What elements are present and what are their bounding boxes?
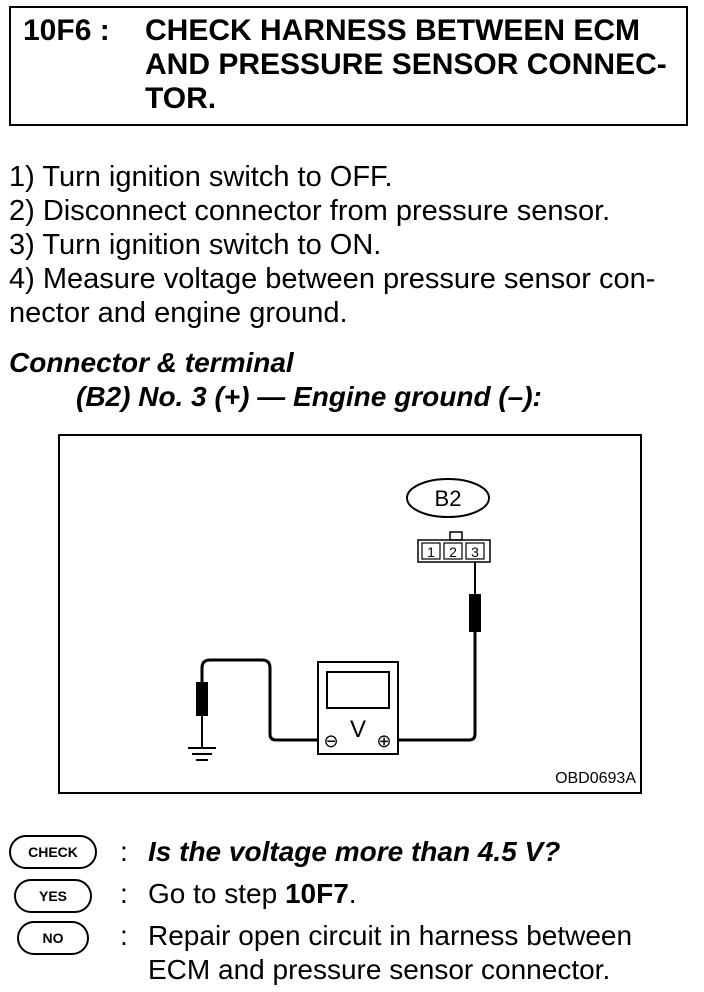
check-separator: : [120, 836, 128, 867]
voltmeter-symbol: V [350, 716, 366, 743]
yes-text: Go to step [148, 878, 285, 909]
no-answer: Repair open circuit in harness between E… [148, 919, 698, 987]
connector-label: B2 [435, 486, 462, 511]
procedure-step-4: 4) Measure voltage between pressure sens… [9, 263, 656, 329]
diagram-code: OBD0693A [555, 770, 636, 787]
connector-pin-1 [421, 542, 441, 560]
connector-terminal-detail: (B2) No. 3 (+) — Engine ground (–): [76, 381, 542, 412]
wiring-diagram: B2 1 2 3 V ⊖ ⊕ OBD0693A [58, 434, 642, 794]
step-title: CHECK HARNESS BETWEEN ECM AND PRESSURE S… [145, 14, 667, 115]
procedure-step-2: 2) Disconnect connector from pressure se… [9, 195, 611, 227]
connector-pin-3 [465, 542, 485, 560]
terminal-1-label: 1 [427, 544, 435, 560]
connector-pin-2 [443, 542, 463, 560]
connector-body [417, 539, 491, 563]
no-text-line-2: ECM and pressure sensor connector. [148, 954, 611, 985]
no-text-line-1: Repair open circuit in harness between [148, 920, 633, 951]
yes-target-step: 10F7 [284, 878, 349, 909]
probe-negative-handle [196, 682, 208, 716]
yes-badge: YES [14, 879, 92, 913]
connector-latch [449, 531, 463, 541]
negative-terminal-icon: ⊖ [323, 731, 338, 752]
probe-lead-negative [200, 658, 318, 742]
check-badge: CHECK [9, 835, 97, 869]
step-code: 10F6 : [23, 14, 110, 47]
positive-terminal-icon: ⊕ [376, 731, 391, 752]
yes-answer: Go to step 10F7. [148, 877, 698, 911]
procedure-steps: 1) Turn ignition switch to OFF. 2) Disco… [9, 160, 699, 330]
probe-positive-handle [469, 594, 481, 632]
voltmeter-display [326, 671, 390, 709]
step-header: 10F6 : CHECK HARNESS BETWEEN ECM AND PRE… [9, 6, 688, 126]
no-badge: NO [17, 921, 89, 955]
probe-lead-positive [388, 632, 477, 742]
terminal-3-label: 3 [471, 544, 479, 560]
no-separator: : [120, 920, 128, 951]
yes-separator: : [120, 878, 128, 909]
yes-suffix: . [348, 878, 357, 909]
procedure-step-3: 3) Turn ignition switch to ON. [9, 229, 382, 261]
terminal-2-label: 2 [449, 544, 457, 560]
connector-label-ellipse [406, 478, 490, 518]
procedure-step-1: 1) Turn ignition switch to OFF. [9, 161, 393, 193]
connector-terminal-title: Connector & terminal [9, 347, 294, 378]
check-question: Is the voltage more than 4.5 V? [148, 836, 561, 867]
wiring-diagram-svg: B2 1 2 3 V ⊖ ⊕ [188, 478, 491, 761]
